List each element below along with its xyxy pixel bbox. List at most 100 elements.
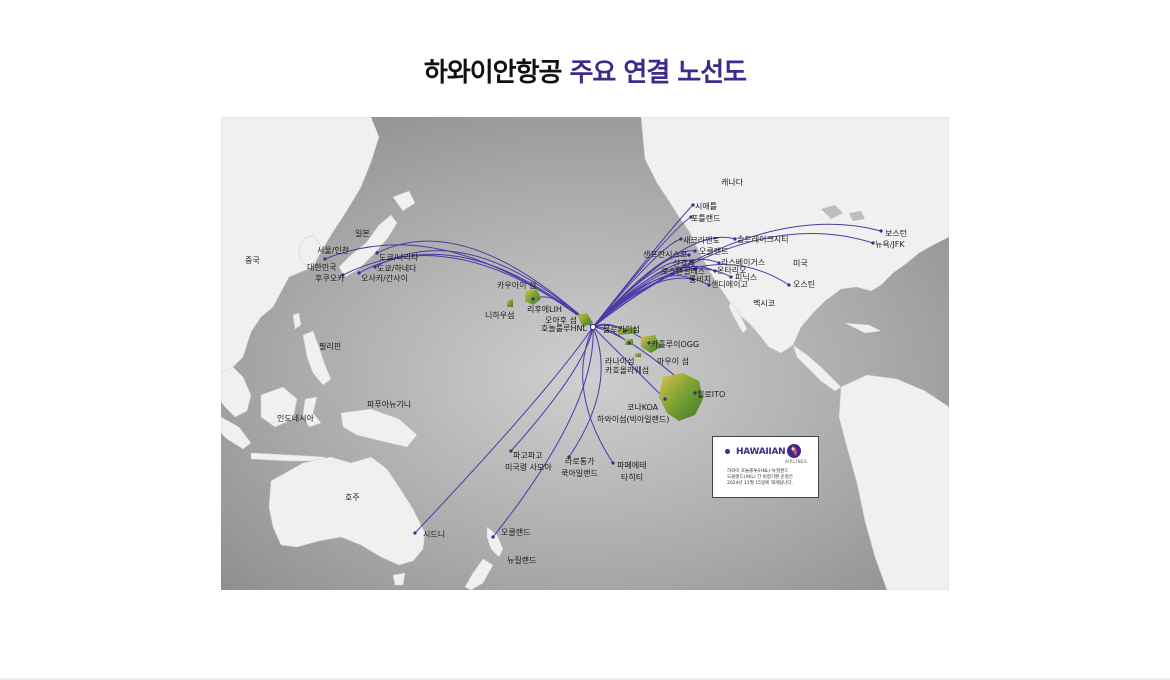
label-fukuoka: 후쿠오카 [315,274,345,283]
route-sydney [414,326,594,534]
city-dot-longbeach [691,277,695,281]
landmass-sumatra [221,416,252,450]
label-indonesia: 인도네시아 [277,413,314,423]
label-ontario: 온타리오 [717,266,746,275]
label-lasvegas: 라스베이거스 [721,257,765,267]
landmass-indochina [221,366,252,418]
landmass-central-america [792,344,842,392]
city-dot-ontario [713,269,717,273]
city-dot-narita [375,251,379,255]
label-oahu: 오아후 섬 [545,315,577,325]
city-dot-portland [689,215,693,219]
map-labels: 캐나다 미국 멕시코 중국 일본 필리핀 인도네시아 파푸아뉴기니 호주 뉴질랜… [245,178,907,565]
legend-note-line-2: 오클랜드(AKL) 간 비정기편 운항은 [727,475,794,480]
label-pagopago: 파고파고 [513,451,542,460]
brand-subtitle: AIRLINES. [785,459,809,464]
route-fukuoka [342,255,594,328]
label-niihau: 니하우섬 [485,310,514,320]
city-dot-osaka [357,271,361,275]
landmass-japan [338,214,398,278]
route-auckland [492,326,594,538]
label-kauai: 카우아이 섬 [497,280,536,290]
city-dot-kona [663,397,667,401]
label-newyork: 뉴욕/JFK [875,240,905,249]
hawaiian-islands [507,289,703,421]
label-cookislands: 쿡아일랜드 [561,468,598,478]
legend-box: HAWAIIAN AIRLINES. 하와이 호놀룰루(HNL)-뉴질랜드 오클… [712,436,819,498]
label-portland: 포틀랜드 [691,213,720,223]
landmass-borneo [260,386,298,428]
legend-note: 하와이 호놀룰루(HNL)-뉴질랜드 오클랜드(AKL) 간 비정기편 운항은 … [727,469,815,487]
label-auckland: 오클랜드 [501,527,530,537]
label-bigisland: 하와이섬(빅아일랜드) [597,414,669,424]
label-nz: 뉴질랜드 [507,555,536,565]
city-dot-lasvegas [717,261,721,265]
landmass-philippines [302,330,332,386]
landmass-new-zealand-north [486,526,504,558]
landmass-caribbean [844,322,882,334]
city-dot-sanjose [689,259,693,263]
landmass-korea [298,234,322,268]
city-dot-seattle [691,203,695,207]
page-title: 하와이안항공 주요 연결 노선도 [0,52,1170,89]
hub-dot-honolulu [589,323,597,331]
city-dot-hilo [693,391,697,395]
brand-name: HAWAIIAN [736,447,786,457]
city-dot-saltlake [733,237,737,241]
label-phoenix: 피닉스 [735,273,757,282]
route-sandiego [592,277,710,328]
label-japan: 일본 [355,229,370,238]
city-dot-sacramento [679,237,683,241]
city-dot-rarotonga [567,455,571,459]
route-papeete [582,326,614,464]
route-newyork [592,233,874,328]
city-dot-haneda [373,265,377,269]
city-dot-boston [879,229,883,233]
city-dot-papeete [611,461,615,465]
landmass-north-america [640,117,949,354]
label-sanjose: 산호세 [673,258,695,268]
landmass-sulawesi [302,396,322,428]
airline-logo: HAWAIIAN [725,447,786,457]
route-kona [592,326,666,400]
label-longbeach: 롱비치 [689,275,711,284]
legend-note-line-1: 하와이 호놀룰루(HNL)-뉴질랜드 [727,469,789,474]
label-haneda: 도쿄/하네다 [377,263,417,273]
label-oakland: 오클랜드 [699,246,728,256]
label-sanfrancisco: 샌프란시스코 [643,249,687,259]
route-austin [592,264,790,328]
label-usa: 미국 [793,259,808,268]
landmass-baja [728,300,748,334]
label-maui: 마우이 섬 [657,356,689,366]
label-kahului: 카훌루이OGG [651,339,699,349]
route-portland [592,216,692,328]
city-dot-austin [787,283,791,287]
label-saltlake: 솔트레이크시티 [737,234,789,244]
label-sydney: 시드니 [423,529,445,539]
landmass-lakes [821,205,865,221]
label-hilo: 힐로ITO [697,389,725,399]
label-tahiti: 타히티 [621,472,643,482]
city-dot-losangeles [693,267,697,271]
landmass-asia [221,117,380,373]
label-lanai: 라나이섬 [605,356,634,366]
landmass-australia [268,456,426,566]
label-losangeles: 로스앤젤레스 [661,266,705,276]
landmass-japan-north [392,190,416,212]
label-philippines: 필리핀 [319,341,341,351]
island-molokai [617,327,637,335]
island-kauai [525,289,541,305]
city-dot-newyork [871,241,875,245]
label-amsamoa: 미국령 사모아 [505,462,552,472]
label-china: 중국 [245,256,260,265]
city-dot-sydney [413,531,417,535]
label-seattle: 시애틀 [695,202,717,211]
city-dot-auckland [491,535,495,539]
label-osaka: 오사카/간사이 [361,273,408,283]
label-rarotonga: 라로통가 [565,457,595,466]
route-haneda [374,250,594,328]
island-kahoolawe [635,353,641,357]
city-dot-molokai [623,329,627,333]
landmass-tasmania [392,572,406,586]
route-narita [376,240,594,328]
